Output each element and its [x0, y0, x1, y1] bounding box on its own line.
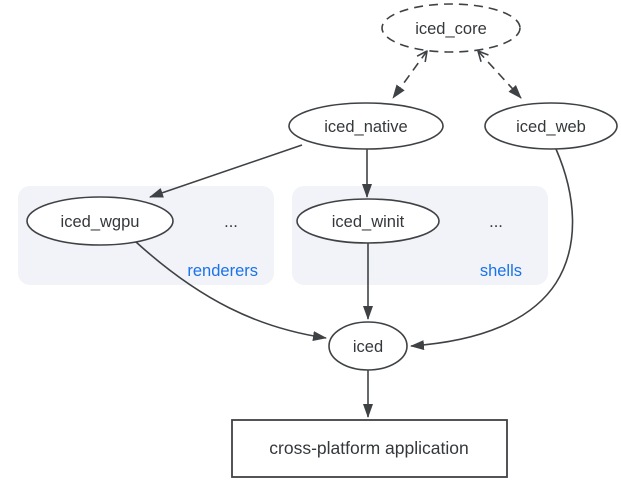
renderers-group-label: renderers — [187, 262, 258, 280]
shells-group-label: shells — [480, 262, 522, 280]
node-app-box — [231, 419, 508, 478]
node-app-label: cross-platform application — [269, 438, 468, 458]
edge-wgpu-to-iced — [135, 241, 327, 342]
node-iced-winit-label: iced_winit — [332, 213, 405, 231]
node-iced-native-label: iced_native — [324, 118, 407, 136]
node-iced-shape — [328, 321, 408, 371]
node-iced-web-shape — [484, 102, 618, 150]
node-iced-native-shape — [288, 102, 444, 150]
node-iced-web-label: iced_web — [516, 118, 586, 136]
node-iced-winit-shape — [296, 198, 440, 244]
node-iced-core-shape — [381, 3, 521, 53]
shells-ellipsis: ... — [489, 213, 503, 231]
edge-native-to-wgpu — [149, 144, 303, 198]
node-iced-wgpu-shape — [26, 196, 174, 246]
edge-core-to-web — [478, 51, 521, 98]
edge-core-to-native — [392, 51, 427, 98]
node-iced-label: iced — [353, 338, 383, 356]
node-iced-core-label: iced_core — [415, 20, 487, 38]
node-iced-wgpu-label: iced_wgpu — [61, 213, 140, 231]
renderers-ellipsis: ... — [224, 213, 238, 231]
edge-web-to-iced — [410, 148, 574, 351]
